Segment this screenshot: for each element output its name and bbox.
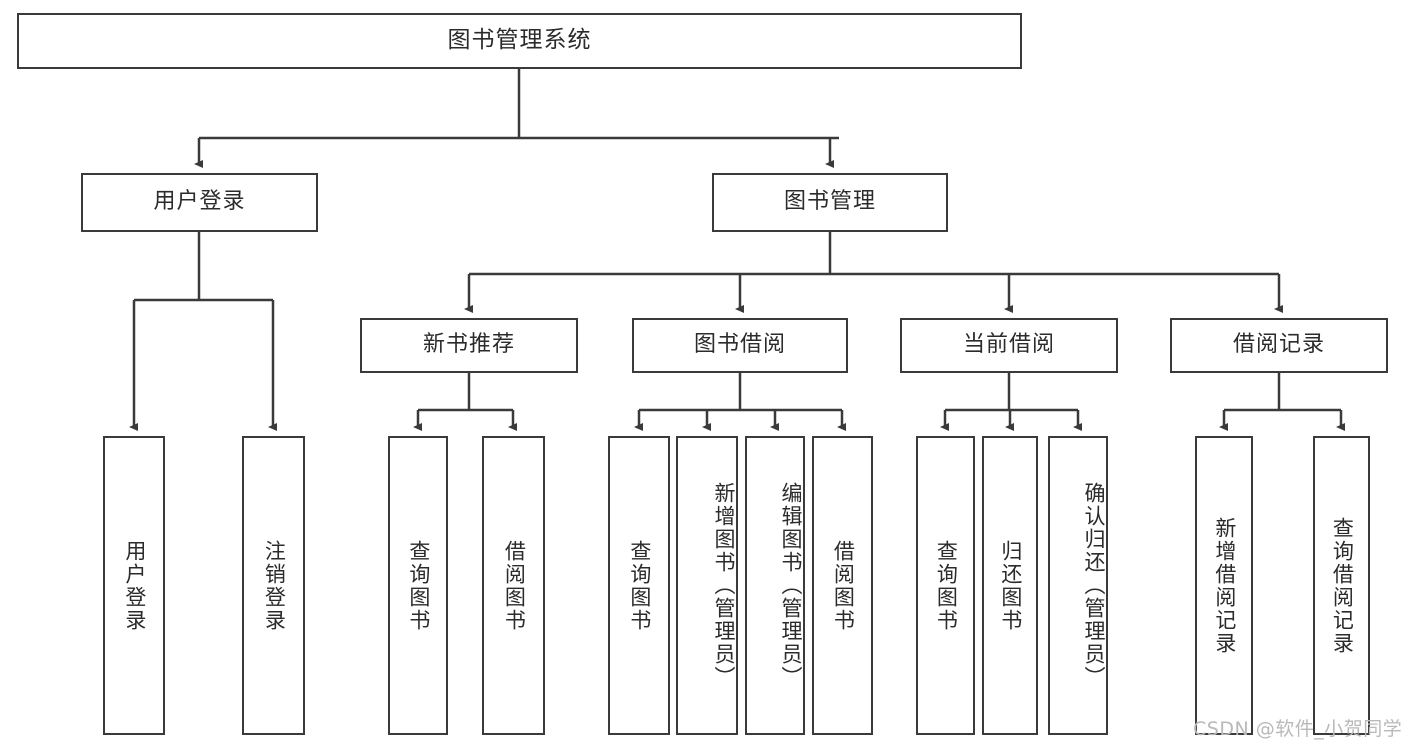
node-label: 借阅图书 <box>831 539 856 632</box>
node-book-management[interactable]: 图书管理 <box>712 173 948 232</box>
leaf-confirm-return-admin[interactable]: 确认归还（管理员） <box>1048 436 1108 735</box>
leaf-user-logout[interactable]: 注销登录 <box>242 436 305 735</box>
node-root-system[interactable]: 图书管理系统 <box>17 13 1022 69</box>
node-label: 用户登录 <box>122 539 147 632</box>
leaf-user-login[interactable]: 用户登录 <box>103 436 165 735</box>
node-label: 确认归还（管理员） <box>1082 482 1106 689</box>
leaf-edit-book-admin[interactable]: 编辑图书（管理员） <box>745 436 805 735</box>
leaf-borrow-book-recommend[interactable]: 借阅图书 <box>482 436 545 735</box>
node-book-borrow[interactable]: 图书借阅 <box>632 318 848 373</box>
node-label: 注销登录 <box>262 539 287 632</box>
node-label: 查询借阅记录 <box>1330 516 1355 655</box>
leaf-add-borrow-record[interactable]: 新增借阅记录 <box>1195 436 1253 735</box>
node-label: 新增图书（管理员） <box>712 482 736 689</box>
node-label: 借阅图书 <box>502 539 527 632</box>
node-label: 当前借阅 <box>962 332 1055 358</box>
node-current-borrow[interactable]: 当前借阅 <box>900 318 1118 373</box>
leaf-borrow-book[interactable]: 借阅图书 <box>812 436 873 735</box>
node-label: 归还图书 <box>998 539 1023 632</box>
csdn-watermark: CSDN @软件_小贺同学 <box>1193 718 1403 740</box>
leaf-add-book-admin[interactable]: 新增图书（管理员） <box>676 436 738 735</box>
node-label: 用户登录 <box>153 189 246 215</box>
leaf-query-borrow-record[interactable]: 查询借阅记录 <box>1313 436 1370 735</box>
node-label: 查询图书 <box>406 539 431 632</box>
node-label: 新书推荐 <box>422 332 515 358</box>
leaf-query-book-recommend[interactable]: 查询图书 <box>388 436 448 735</box>
node-label: 借阅记录 <box>1232 332 1325 358</box>
node-label: 查询图书 <box>934 539 959 632</box>
node-label: 查询图书 <box>627 539 652 632</box>
node-label: 图书管理系统 <box>447 27 592 54</box>
leaf-query-book-borrow[interactable]: 查询图书 <box>608 436 670 735</box>
node-label: 新增借阅记录 <box>1212 516 1237 655</box>
node-new-book-recommend[interactable]: 新书推荐 <box>360 318 578 373</box>
node-label: 图书借阅 <box>693 332 786 358</box>
leaf-query-book-current[interactable]: 查询图书 <box>916 436 975 735</box>
node-label: 图书管理 <box>783 189 876 215</box>
node-label: 编辑图书（管理员） <box>779 482 803 689</box>
node-borrow-record[interactable]: 借阅记录 <box>1170 318 1388 373</box>
leaf-return-book[interactable]: 归还图书 <box>982 436 1038 735</box>
node-user-login[interactable]: 用户登录 <box>81 173 318 232</box>
